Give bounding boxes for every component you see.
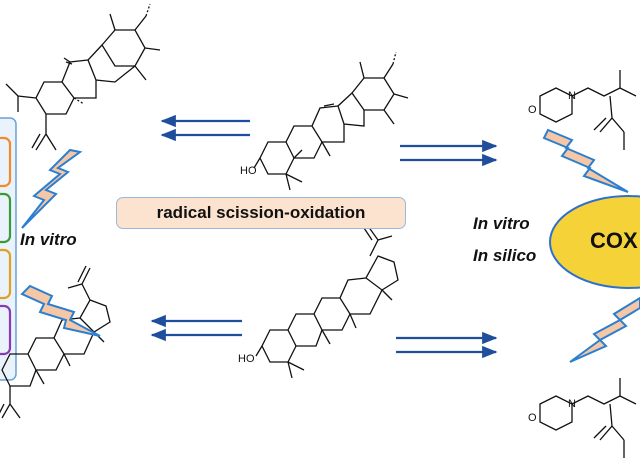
in-silico-label: In silico [473, 246, 537, 265]
lightning-icon [542, 128, 629, 193]
molecule-top-right [539, 70, 637, 150]
cox-label: COX [590, 228, 638, 253]
reaction-arrow-icon [160, 114, 250, 142]
reaction-arrow-icon [400, 139, 498, 167]
oxygen-label-top: O [528, 104, 537, 116]
lightning-icon [20, 284, 101, 337]
hydroxyl-label-bottom: HO [238, 353, 255, 365]
lightning-icon [21, 148, 83, 229]
reaction-arrow-icon [396, 331, 498, 359]
molecule-center-bottom [255, 225, 399, 379]
oxygen-label-bottom: O [528, 412, 537, 424]
in-vitro-label-left: In vitro [20, 230, 77, 249]
lightning-icon [569, 296, 640, 363]
reaction-arrow-icon [150, 314, 242, 342]
molecule-center-top [253, 51, 409, 191]
nitrogen-label-top: N [568, 90, 576, 102]
assay-panel [0, 117, 17, 381]
nitrogen-label-bottom: N [568, 398, 576, 410]
scission-method-label: radical scission-oxidation [116, 197, 406, 229]
cox-target-ellipse [549, 195, 640, 289]
molecule-bottom-right [539, 378, 637, 458]
molecule-top-left [5, 3, 161, 151]
in-vitro-label-right: In vitro [473, 214, 530, 233]
hydroxyl-label-top: HO [240, 165, 257, 177]
